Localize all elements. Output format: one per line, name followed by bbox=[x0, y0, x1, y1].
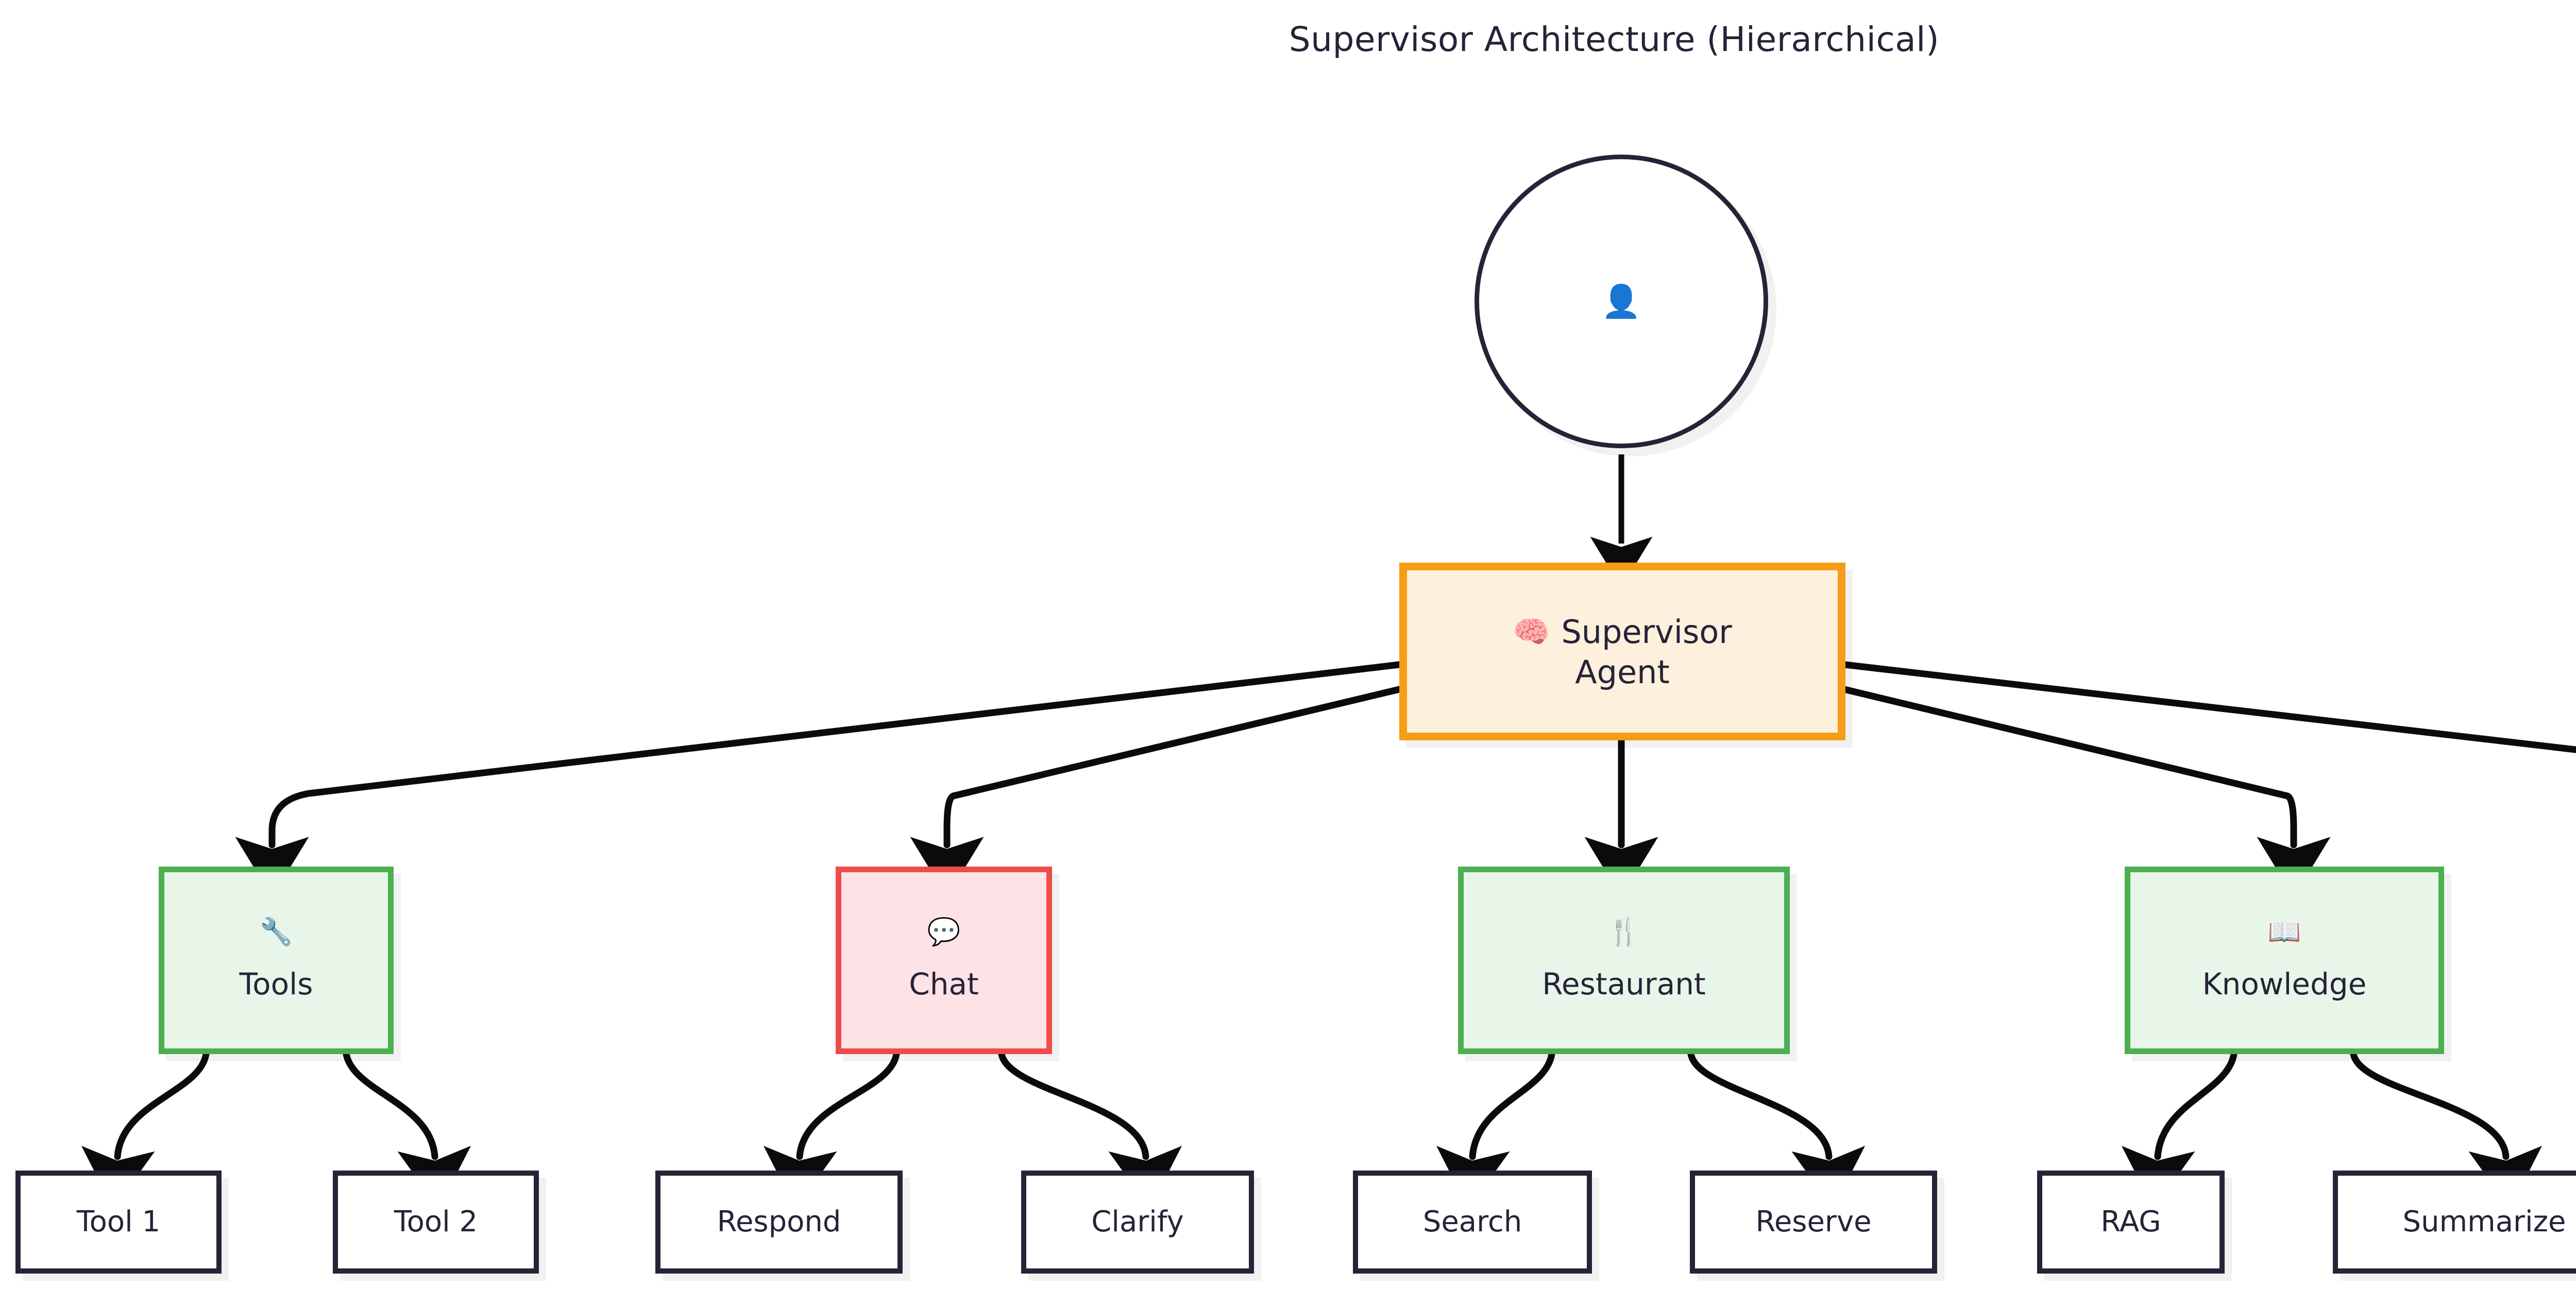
edge-supervisor-knowledge bbox=[1841, 686, 2331, 897]
node-leaf-clarify[interactable]: Clarify bbox=[1021, 1171, 1254, 1274]
node-leaf-tool2[interactable]: Tool 2 bbox=[333, 1171, 539, 1274]
user-bust-icon: 👤 bbox=[1601, 282, 1641, 320]
leaf-label-reserve: Reserve bbox=[1755, 1205, 1872, 1239]
node-user[interactable]: 👤 bbox=[1475, 155, 1768, 448]
supervisor-label-line2: Agent bbox=[1575, 653, 1670, 691]
leaf-label-tool1: Tool 1 bbox=[76, 1205, 161, 1239]
node-agent-knowledge[interactable]: 📖 Knowledge bbox=[2125, 867, 2444, 1054]
agent-label-tools: Tools bbox=[239, 966, 313, 1002]
fork-and-knife-icon: 🍴 bbox=[1607, 916, 1641, 947]
speech-balloon-icon: 💬 bbox=[927, 916, 961, 947]
edge-group-agents-leaves bbox=[81, 1050, 2543, 1209]
edge-chat-respond bbox=[763, 1050, 900, 1209]
node-leaf-rag[interactable]: RAG bbox=[2037, 1171, 2225, 1274]
edge-knowledge-summarize bbox=[2350, 1050, 2543, 1209]
leaf-label-respond: Respond bbox=[717, 1205, 841, 1239]
edge-supervisor-dining bbox=[1841, 661, 2576, 753]
edge-restaurant-reserve bbox=[1687, 1050, 1866, 1209]
agent-label-knowledge: Knowledge bbox=[2202, 966, 2367, 1002]
supervisor-title-row: 🧠 Supervisor bbox=[1513, 612, 1732, 652]
node-leaf-summarize[interactable]: Summarize bbox=[2333, 1171, 2576, 1274]
edge-tools-tool2 bbox=[343, 1050, 471, 1209]
edge-supervisor-tools bbox=[235, 661, 1403, 897]
node-leaf-reserve[interactable]: Reserve bbox=[1690, 1171, 1937, 1274]
leaf-label-clarify: Clarify bbox=[1091, 1205, 1184, 1239]
node-agent-tools[interactable]: 🔧 Tools bbox=[159, 867, 394, 1054]
node-agent-restaurant[interactable]: 🍴 Restaurant bbox=[1458, 867, 1790, 1054]
node-agent-chat[interactable]: 💬 Chat bbox=[836, 867, 1052, 1054]
edge-tools-tool1 bbox=[81, 1050, 210, 1209]
leaf-label-search: Search bbox=[1422, 1205, 1522, 1239]
edge-knowledge-rag bbox=[2121, 1050, 2238, 1209]
supervisor-label-line1: Supervisor bbox=[1561, 613, 1732, 651]
agent-label-restaurant: Restaurant bbox=[1542, 966, 1706, 1002]
edge-chat-clarify bbox=[998, 1050, 1182, 1209]
node-leaf-tool1[interactable]: Tool 1 bbox=[15, 1171, 222, 1274]
edge-restaurant-search bbox=[1436, 1050, 1555, 1209]
brain-icon: 🧠 bbox=[1513, 614, 1550, 649]
node-leaf-respond[interactable]: Respond bbox=[655, 1171, 903, 1274]
open-book-icon: 📖 bbox=[2267, 916, 2301, 947]
leaf-label-rag: RAG bbox=[2100, 1205, 2161, 1239]
node-supervisor-agent[interactable]: 🧠 Supervisor Agent bbox=[1399, 563, 1845, 740]
edge-supervisor-chat bbox=[910, 686, 1403, 897]
leaf-label-tool2: Tool 2 bbox=[394, 1205, 478, 1239]
leaf-label-summarize: Summarize bbox=[2402, 1205, 2566, 1239]
wrench-icon: 🔧 bbox=[259, 916, 293, 947]
agent-label-chat: Chat bbox=[909, 966, 979, 1002]
node-leaf-search[interactable]: Search bbox=[1353, 1171, 1592, 1274]
page-title: Supervisor Architecture (Hierarchical) bbox=[1289, 20, 1940, 59]
